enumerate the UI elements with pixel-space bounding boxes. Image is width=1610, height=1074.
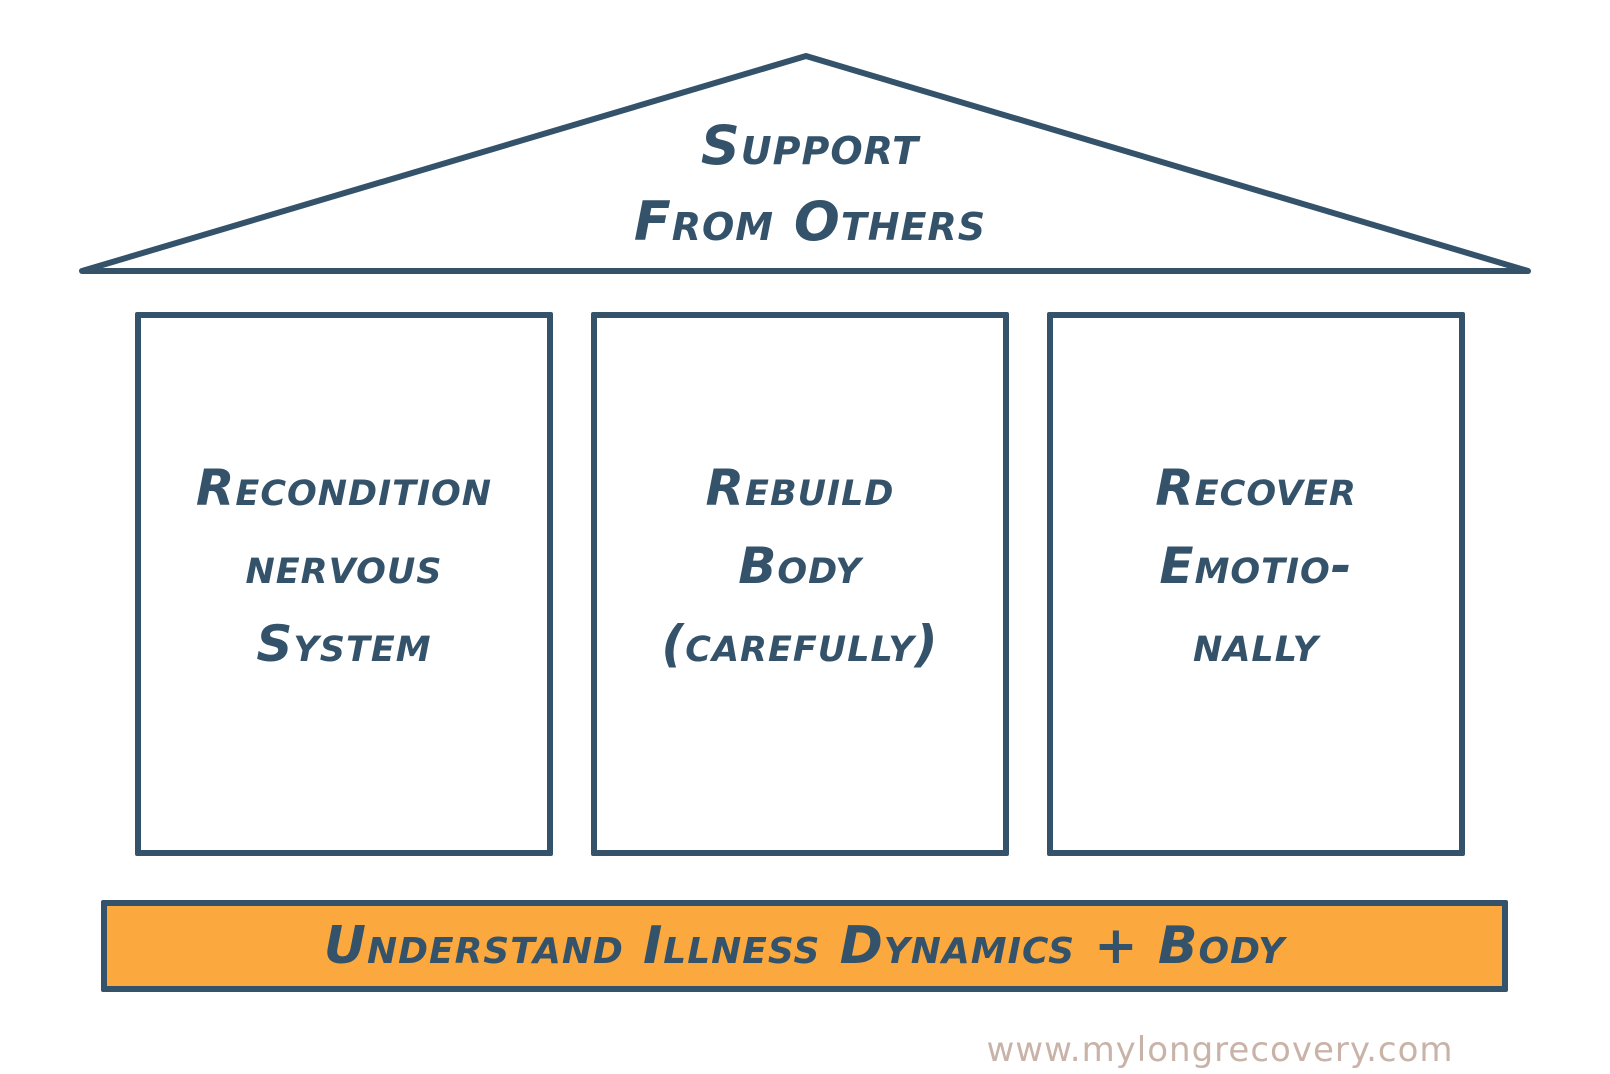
pillar-label-line: Recondition: [195, 459, 493, 517]
pillar-label-line: Body: [738, 537, 862, 595]
roof-label-line-1: Support: [700, 114, 920, 177]
foundation-bar: Understand Illness Dynamics + Body: [101, 900, 1508, 992]
pillar-rebuild: Rebuild Body (carefully): [591, 312, 1009, 856]
roof-label: Support From Others: [480, 108, 1140, 260]
pillar-label-line: Emotio-: [1159, 537, 1353, 595]
roof-label-line-2: From Others: [633, 190, 987, 253]
pillar-label: Rebuild Body (carefully): [661, 449, 938, 683]
pillar-label-line: (carefully): [661, 615, 939, 673]
pillar-label-line: Recover: [1155, 459, 1357, 517]
pillar-recondition: Recondition nervous System: [135, 312, 553, 856]
pillar-label: Recover Emotio- nally: [1155, 449, 1357, 683]
pillar-label-line: nervous: [245, 537, 443, 595]
pillar-label-line: nally: [1193, 615, 1319, 673]
pillar-recover: Recover Emotio- nally: [1047, 312, 1465, 856]
pillar-label-line: Rebuild: [705, 459, 895, 517]
website-url: www.mylongrecovery.com: [986, 1030, 1454, 1070]
foundation-label: Understand Illness Dynamics + Body: [323, 916, 1286, 976]
pillar-label-line: System: [256, 615, 432, 673]
pillar-label: Recondition nervous System: [196, 449, 492, 683]
roof-triangle: [79, 53, 1531, 274]
